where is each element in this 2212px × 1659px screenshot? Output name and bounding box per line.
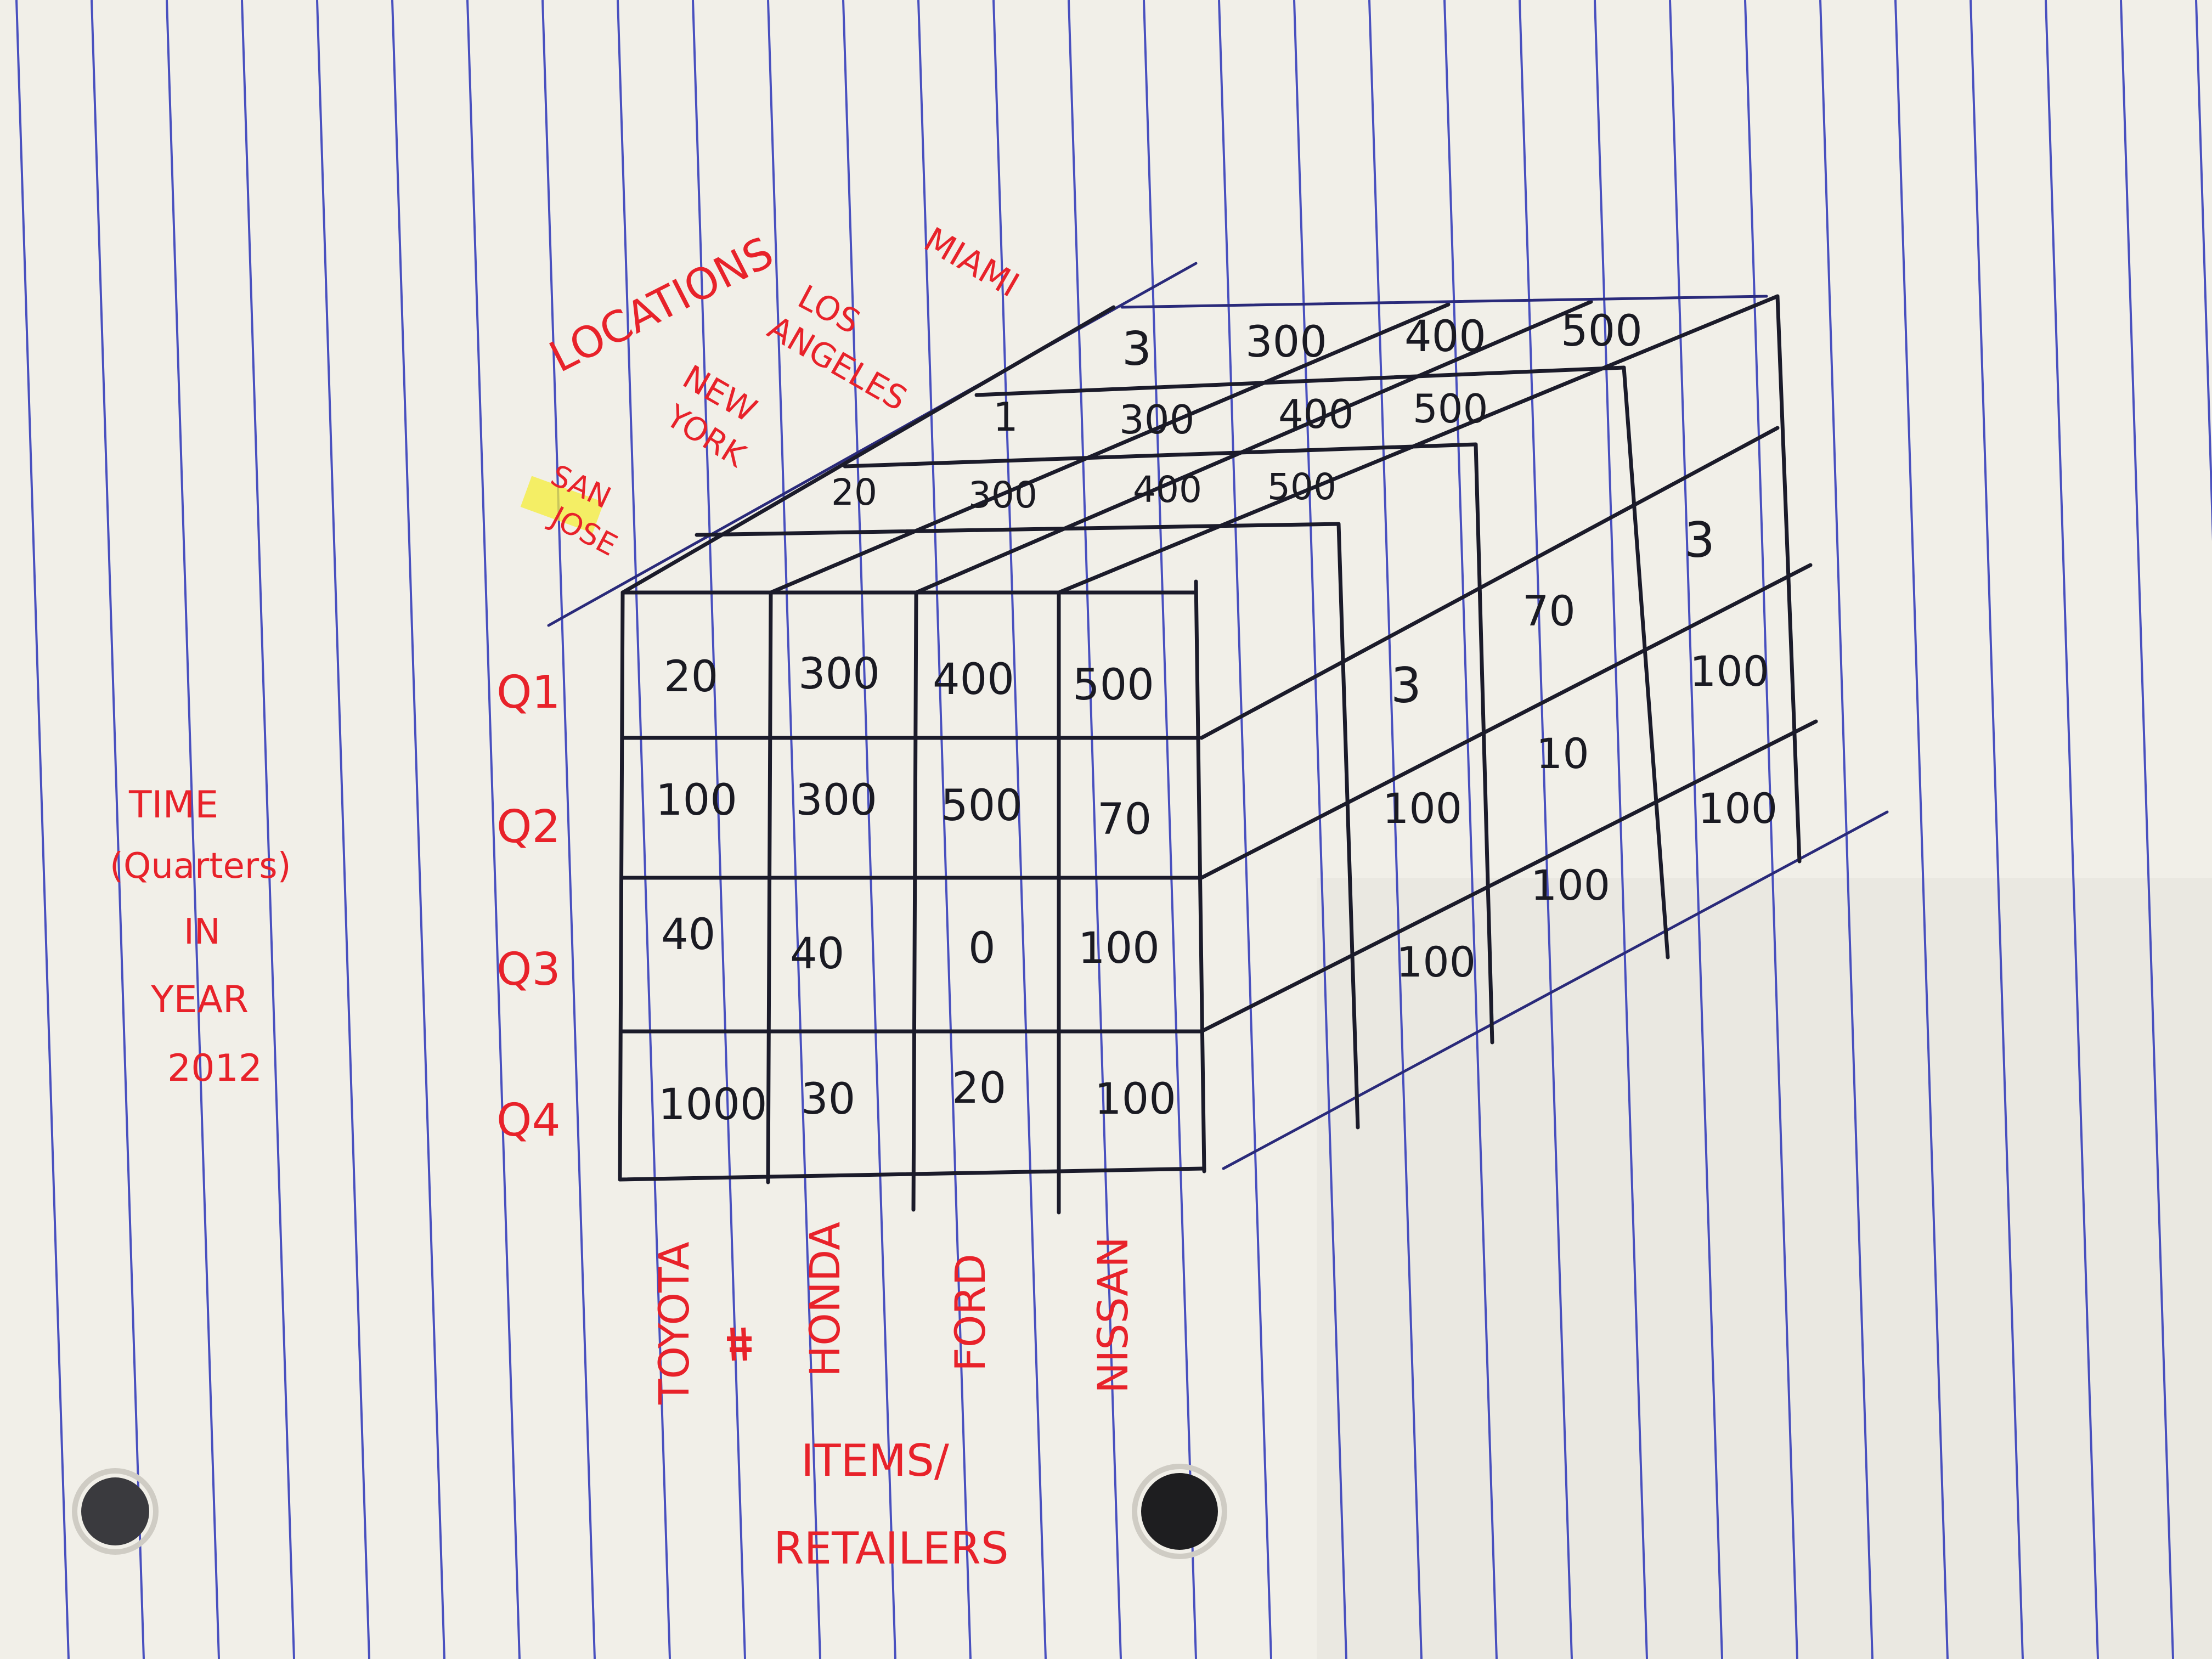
binder-hole-right-ring (1132, 1464, 1227, 1559)
quarter-q4: Q4 (496, 1094, 561, 1147)
ruling-line (15, 0, 70, 1659)
front-q2-ford: 500 (941, 781, 1023, 831)
items-label-line1: ITEMS/ (801, 1435, 949, 1486)
binder-hole-right (1141, 1473, 1218, 1550)
top-ny-honda: 300 (968, 474, 1037, 516)
front-q4-honda: 30 (801, 1075, 855, 1124)
top-miami-ford: 400 (1404, 312, 1486, 362)
right-la-q3: 100 (1531, 861, 1610, 910)
ruling-line (1293, 0, 1347, 1659)
paper-shadow (1317, 878, 2212, 1659)
front-q4-ford: 20 (952, 1064, 1006, 1113)
ruling-line (1368, 0, 1423, 1659)
ruling-line (391, 0, 445, 1659)
ruling-line (541, 0, 596, 1659)
right-miami-q2: 100 (1690, 647, 1769, 696)
scribble-mark (727, 1327, 752, 1361)
front-q2-honda: 300 (795, 776, 877, 825)
front-q2-toyota: 100 (656, 776, 737, 825)
right-la-q2: 10 (1536, 729, 1589, 778)
ruling-line (1443, 0, 1498, 1659)
ruling-line (1970, 0, 2024, 1659)
time-label-line5: 2012 (167, 1047, 262, 1090)
ruling-line (466, 0, 521, 1659)
ruling-line (617, 0, 671, 1659)
ruling-line (767, 0, 821, 1659)
ruling-line (2195, 0, 2212, 541)
top-ny-nissan: 500 (1267, 466, 1336, 508)
ruling-line (1519, 0, 1573, 1659)
ruling-line (1594, 0, 1648, 1659)
top-ny-ford: 400 (1133, 469, 1202, 511)
quarter-q2: Q2 (496, 801, 561, 853)
ruling-line (1143, 0, 1197, 1659)
top-la-nissan: 500 (1413, 386, 1488, 432)
right-ny-q1: 3 (1391, 657, 1421, 714)
top-ny-toyota: 20 (831, 471, 877, 514)
item-ford: FORD (946, 1254, 995, 1372)
top-miami-honda: 300 (1245, 318, 1327, 367)
front-q1-toyota: 20 (664, 652, 718, 702)
top-la-honda: 300 (1119, 397, 1194, 443)
ruled-lines (15, 0, 2212, 1659)
san-jose-highlight (520, 476, 604, 533)
items-label-line2: RETAILERS (774, 1523, 1009, 1574)
top-la-toyota: 1 (993, 394, 1018, 440)
right-face-values: 3 100 100 70 10 100 3 100 100 (1383, 512, 1778, 986)
ruling-line (1218, 0, 1272, 1659)
top-miami-toyota: 3 (1122, 322, 1152, 376)
ruling-line (917, 0, 972, 1659)
time-label-line4: YEAR (150, 978, 249, 1022)
right-la-q1: 70 (1522, 586, 1576, 635)
front-q4-toyota: 1000 (658, 1080, 768, 1130)
top-la-ford: 400 (1278, 391, 1353, 437)
top-face-grid (547, 262, 1780, 627)
ruling-line (1894, 0, 1949, 1659)
front-q3-toyota: 40 (661, 910, 715, 960)
data-cube: 3 300 400 500 1 300 400 500 20 300 400 5… (547, 262, 1889, 1215)
ruling-line (692, 0, 746, 1659)
ruling-line (241, 0, 295, 1659)
ruling-line (91, 0, 145, 1659)
binder-hole-left (81, 1477, 149, 1545)
right-miami-q3: 100 (1698, 784, 1778, 833)
item-toyota: TOYOTA (650, 1242, 698, 1405)
front-q2-nissan: 70 (1097, 795, 1152, 844)
binder-hole-left-ring (72, 1468, 159, 1555)
right-miami-q1: 3 (1684, 512, 1715, 568)
time-label-line1: TIME (128, 783, 218, 827)
right-face-grid (1199, 294, 1889, 1170)
front-face-values: 20 300 400 500 100 300 500 70 40 40 0 10… (656, 650, 1176, 1130)
ruling-line (1068, 0, 1122, 1659)
ruling-line (1669, 0, 1723, 1659)
right-ny-q2: 100 (1383, 784, 1462, 833)
ruling-line (166, 0, 220, 1659)
front-q3-honda: 40 (790, 929, 844, 979)
front-q3-ford: 0 (968, 924, 996, 973)
item-honda: HONDA (800, 1222, 849, 1377)
ruling-line (992, 0, 1047, 1659)
front-face-grid (618, 579, 1206, 1215)
front-q4-nissan: 100 (1094, 1075, 1176, 1124)
ruling-line (2120, 0, 2174, 1659)
right-ny-q3: 100 (1396, 938, 1476, 986)
quarter-q3: Q3 (496, 944, 561, 996)
time-label-line2: (Quarters) (110, 846, 291, 887)
front-q3-nissan: 100 (1078, 924, 1160, 973)
quarter-q1: Q1 (496, 667, 561, 719)
front-q1-nissan: 500 (1073, 661, 1154, 710)
top-miami-nissan: 500 (1561, 307, 1643, 356)
time-label-line3: IN (184, 912, 221, 952)
ruling-line (316, 0, 370, 1659)
ruling-line (842, 0, 896, 1659)
top-face-values: 3 300 400 500 1 300 400 500 20 300 400 5… (831, 307, 1643, 516)
item-nissan: NISSAN (1088, 1237, 1137, 1393)
front-q1-ford: 400 (933, 655, 1014, 704)
ruling-line (2045, 0, 2099, 1659)
ruling-line (1819, 0, 1874, 1659)
ruling-line (1744, 0, 1798, 1659)
front-q1-honda: 300 (798, 650, 880, 699)
